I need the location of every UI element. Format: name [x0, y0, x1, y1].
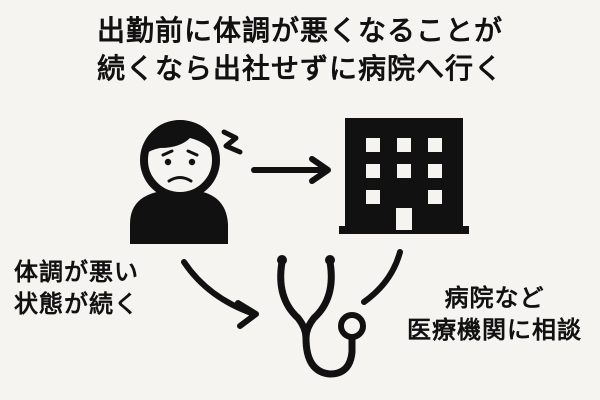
symptom-label: 体調が悪い 状態が続く	[14, 256, 139, 320]
curved-line-right	[361, 249, 403, 305]
right-arrow-icon	[251, 156, 331, 184]
title-line-1: 出勤前に体調が悪くなることが	[96, 14, 503, 47]
symptom-label-line-2: 状態が続く	[14, 290, 139, 318]
consult-label: 病院など 医療機関に相談	[407, 282, 582, 346]
page-title: 出勤前に体調が悪くなることが 続くなら出社せずに病院へ行く	[0, 12, 600, 88]
consult-label-line-1: 病院など	[444, 284, 545, 312]
symptom-label-line-1: 体調が悪い	[14, 258, 139, 286]
hospital-building-icon	[339, 118, 469, 234]
consult-label-line-2: 医療機関に相談	[407, 316, 582, 344]
stethoscope-icon	[277, 255, 366, 378]
sick-person-icon	[130, 120, 243, 244]
curved-arrow-left	[181, 259, 259, 329]
title-line-2: 続くなら出社せずに病院へ行く	[96, 52, 503, 85]
